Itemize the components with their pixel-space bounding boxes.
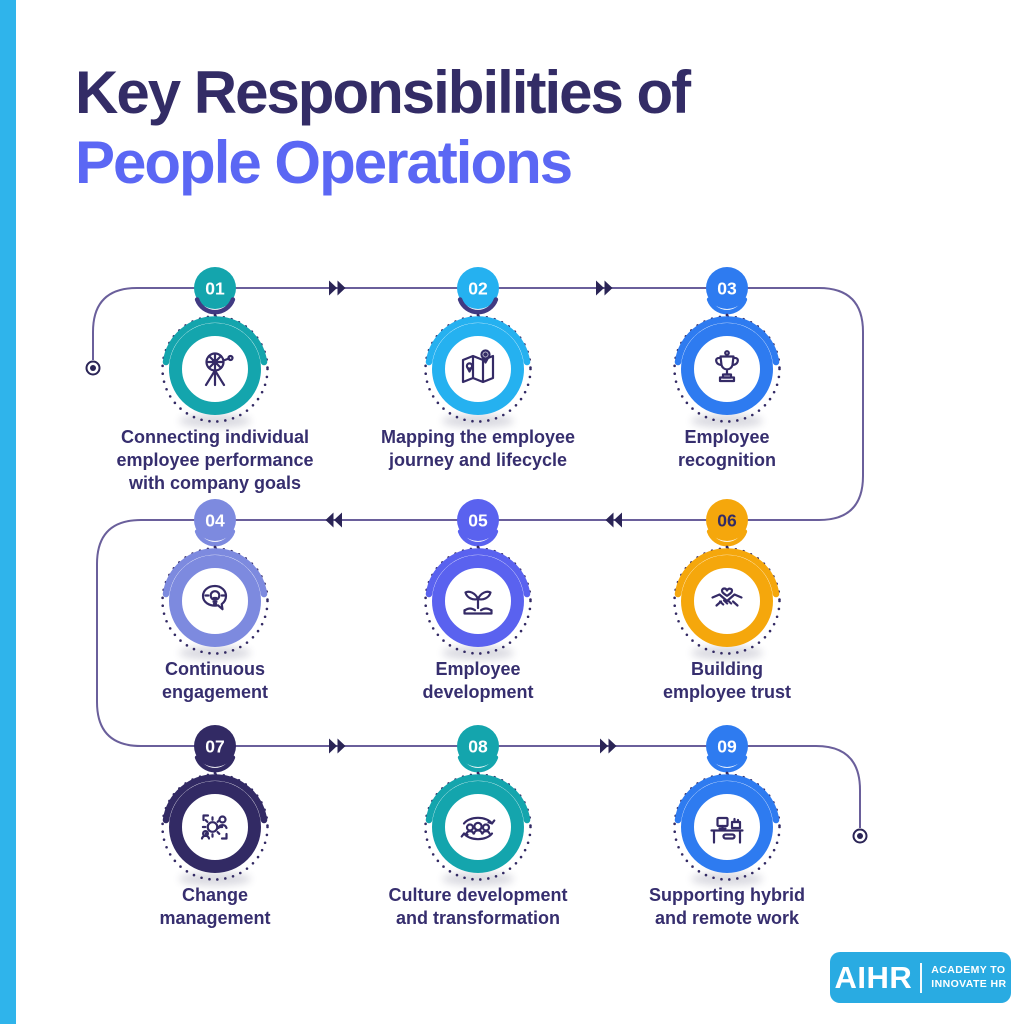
map-pins-icon <box>461 349 495 384</box>
item-label: Supporting hybrid and remote work <box>649 885 805 928</box>
item-number: 09 <box>717 737 737 757</box>
item-number: 04 <box>205 511 225 531</box>
item-07-change-management: 07 Change management <box>95 724 335 964</box>
growth-plant-icon <box>463 590 493 615</box>
item-number: 03 <box>717 279 737 299</box>
handshake-heart-icon <box>711 587 743 607</box>
item-graphic: 04 <box>161 499 269 660</box>
item-label: Building employee trust <box>662 659 792 702</box>
speech-bulb-icon <box>201 584 228 611</box>
left-accent-stripe <box>0 0 16 1024</box>
item-number: 05 <box>468 511 488 531</box>
gear-person-icon <box>200 814 228 840</box>
badge-under-arc <box>457 755 499 773</box>
remote-desk-icon <box>710 816 744 844</box>
item-label: Employee development <box>422 659 534 702</box>
item-02-journey-mapping: 02 Mapping the employee journey and life… <box>358 266 598 506</box>
item-graphic: 01 <box>161 267 269 428</box>
number-badge <box>457 499 499 541</box>
aihr-logo-wordmark: AIHR <box>834 960 913 995</box>
tagline-line2: INNOVATE HR <box>931 977 1007 990</box>
item-label: Change management <box>159 885 271 928</box>
logo-divider <box>920 962 923 993</box>
number-badge <box>457 725 499 767</box>
item-08-culture: 08 Culture development and transformatio… <box>358 724 598 964</box>
tagline-line1: ACADEMY TO <box>931 963 1006 976</box>
badge-under-arc <box>194 755 236 773</box>
item-graphic: 08 <box>424 725 532 886</box>
item-06-trust: 06 Building employee trust <box>607 498 847 738</box>
item-09-hybrid-work: 09 Supporting hybrid and remote work <box>607 724 847 964</box>
trophy-icon <box>715 350 739 383</box>
item-number: 01 <box>205 279 225 299</box>
number-badge <box>706 725 748 767</box>
item-graphic: 03 <box>673 267 781 428</box>
item-01-performance: 01 Connecting individual employee perfor… <box>95 266 335 506</box>
badge-under-arc <box>457 297 499 315</box>
item-graphic: 05 <box>424 499 532 660</box>
forward-arrows-icon <box>600 738 617 754</box>
badge-under-arc <box>706 529 748 547</box>
item-graphic: 02 <box>424 267 532 428</box>
item-graphic: 06 <box>673 499 781 660</box>
badge-under-arc <box>194 529 236 547</box>
number-badge <box>194 267 236 309</box>
aihr-logo: AIHR ACADEMY TO INNOVATE HR <box>830 952 1011 1003</box>
badge-under-arc <box>194 297 236 315</box>
item-03-recognition: 03 Employee recognition <box>607 266 847 506</box>
number-badge <box>194 725 236 767</box>
badge-under-arc <box>706 755 748 773</box>
item-label: Employee recognition <box>678 427 776 470</box>
number-badge <box>457 267 499 309</box>
item-label: Continuous engagement <box>161 659 269 702</box>
people-cycle-icon <box>460 816 496 841</box>
back-arrows-icon <box>325 512 342 528</box>
performance-wheel-icon <box>204 352 234 387</box>
item-graphic: 07 <box>161 725 269 886</box>
number-badge <box>194 499 236 541</box>
end-terminal-dot-icon <box>852 828 868 844</box>
item-number: 02 <box>468 279 488 299</box>
page-title-line2: People Operations <box>75 128 573 196</box>
page-title: Key Responsibilities of People Operation… <box>75 58 691 197</box>
badge-under-arc <box>457 529 499 547</box>
item-04-engagement: 04 Continuous engagement <box>95 498 335 738</box>
forward-arrows-icon <box>596 280 613 296</box>
badge-under-arc <box>706 297 748 315</box>
item-number: 06 <box>717 511 737 531</box>
page-title-line1: Key Responsibilities of <box>75 59 691 126</box>
item-label: Connecting individual employee performan… <box>116 427 314 493</box>
number-badge <box>706 267 748 309</box>
number-badge <box>706 499 748 541</box>
item-label: Mapping the employee journey and lifecyc… <box>380 427 576 470</box>
item-number: 08 <box>468 737 488 757</box>
item-number: 07 <box>205 737 224 757</box>
item-05-development: 05 Employee development <box>358 498 598 738</box>
forward-arrows-icon <box>329 738 346 754</box>
aihr-logo-tagline: ACADEMY TO INNOVATE HR <box>931 964 1006 991</box>
forward-arrows-icon <box>329 280 346 296</box>
item-label: Culture development and transformation <box>388 885 568 928</box>
start-terminal-dot-icon <box>85 360 101 376</box>
item-graphic: 09 <box>673 725 781 886</box>
back-arrows-icon <box>605 512 622 528</box>
